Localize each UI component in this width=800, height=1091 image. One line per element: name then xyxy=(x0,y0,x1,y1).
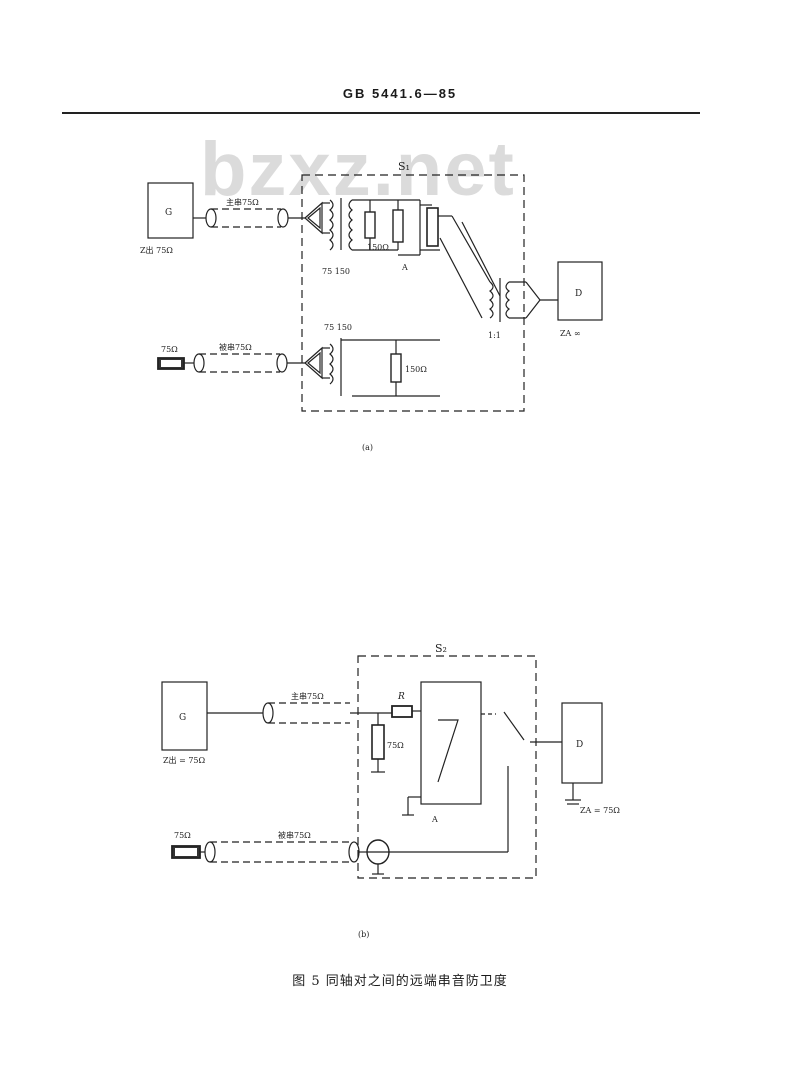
detector-box-a xyxy=(557,261,603,321)
enclosure-s1-label: S₁ xyxy=(398,160,410,173)
coax-end-left-b2 xyxy=(204,841,216,863)
standard-code-header: GB 5441.6—85 xyxy=(342,86,458,101)
generator-box-b xyxy=(161,681,208,751)
attenuator-label-a: A xyxy=(401,263,408,272)
coax-end-left-b xyxy=(262,702,274,724)
generator-impedance-label-b: Z出 = 75Ω xyxy=(163,755,206,765)
balun-right xyxy=(525,281,541,319)
detector-box-b xyxy=(561,702,603,784)
balun-lower xyxy=(304,346,323,380)
terminator-label-b: 75Ω xyxy=(174,831,191,840)
resistor-r xyxy=(391,705,413,718)
transformer-right-coil xyxy=(488,281,494,319)
resistor-75-shunt xyxy=(371,724,385,760)
watermark: bzxz.net xyxy=(200,127,516,212)
coax-end-right-a xyxy=(277,208,289,228)
generator-box xyxy=(147,182,194,239)
victim-cable-label-b: 被串75Ω xyxy=(278,830,311,840)
resistor-150-lower-label: 150Ω xyxy=(405,365,427,374)
transformer-left-coil xyxy=(329,199,334,251)
diagram-b-caption: (b) xyxy=(358,930,369,939)
enclosure-s1 xyxy=(301,174,525,412)
resistor-150-a xyxy=(364,211,376,239)
detector-label-a: D xyxy=(575,289,582,299)
main-cable-label-b: 主串75Ω xyxy=(291,691,324,701)
diagram-a-caption: (a) xyxy=(362,443,373,452)
coax-end-left-a xyxy=(205,208,217,228)
diagram-a: S₁ G Z出 75Ω 主串75Ω 75 150 150Ω xyxy=(140,160,603,452)
resistor-75-label: 75Ω xyxy=(387,741,404,750)
attenuator-label-b: A xyxy=(431,815,438,824)
generator-label: G xyxy=(165,208,172,218)
transformer-right-ratio: 1:1 xyxy=(488,331,501,340)
victim-cable-label-a: 被串75Ω xyxy=(219,342,252,352)
detector-label-b: D xyxy=(576,740,583,750)
balun-upper xyxy=(304,201,323,235)
detector-impedance-label-b: ZA = 75Ω xyxy=(580,806,620,815)
transformer-lower-label: 75 150 xyxy=(324,323,352,332)
generator-impedance-label: Z出 75Ω xyxy=(140,245,173,255)
attenuator-resistor-1 xyxy=(392,209,404,243)
resistor-150-label-a: 150Ω xyxy=(367,243,389,252)
detector-impedance-label-a: ZA ∞ xyxy=(560,329,581,338)
main-cable-label-a: 主串75Ω xyxy=(226,197,259,207)
terminator-label-a: 75Ω xyxy=(161,345,178,354)
transformer-left-label: 75 150 xyxy=(322,267,350,276)
enclosure-s2 xyxy=(357,655,537,879)
attenuator-resistor-2 xyxy=(426,207,439,247)
figure-caption: 图 5 同轴对之间的远端串音防卫度 xyxy=(292,974,508,989)
generator-label-b: G xyxy=(179,713,186,723)
attenuator-arrow xyxy=(437,719,459,783)
resistor-150-lower xyxy=(390,353,402,383)
diagram-b: S₂ G Z出 = 75Ω 主串75Ω R 75Ω A xyxy=(161,642,620,939)
header-rule xyxy=(62,112,700,114)
resistor-r-label: R xyxy=(397,692,405,702)
coax-end-right-a2 xyxy=(276,353,288,373)
enclosure-s2-label: S₂ xyxy=(435,642,447,655)
attenuator-box-b xyxy=(420,681,482,805)
transformer-lower-coil xyxy=(329,343,334,385)
coax-end-left-a2 xyxy=(193,353,205,373)
